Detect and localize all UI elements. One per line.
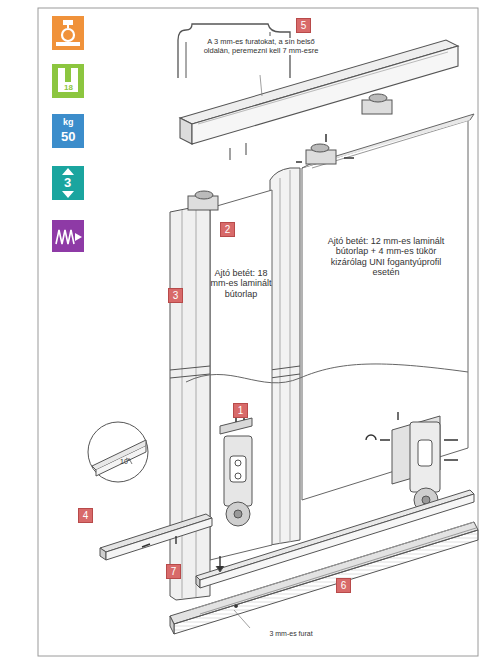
callout-number: 2 <box>220 222 235 237</box>
spec-value: 3 <box>64 176 71 189</box>
top-roller <box>188 191 218 210</box>
spec-icon: 3 <box>52 166 84 200</box>
door-panel-mirror <box>302 114 474 500</box>
bottom-double-rail <box>170 522 478 634</box>
note-text: 3 mm-es furat <box>256 630 326 638</box>
top-roller <box>362 94 392 114</box>
spec-value: 50 <box>61 130 75 143</box>
callout-number: 3 <box>168 288 183 303</box>
spring-icon <box>52 220 84 252</box>
spec-value: 18 <box>63 84 74 92</box>
spec-value: kg <box>63 118 74 127</box>
note-text: Ajtó betét: 18 mm-es laminált bútorlap <box>210 268 272 299</box>
icon-glyph <box>52 64 84 98</box>
leader-line <box>260 75 262 96</box>
note-text: A 3 mm-es furatokat, a sín belső oldalán… <box>196 38 326 55</box>
callout-number-text: 2 <box>225 225 231 235</box>
callout-number-text: 4 <box>83 511 89 521</box>
bottom-roller <box>220 410 252 526</box>
callout-number-text: 1 <box>238 406 244 416</box>
frame <box>38 8 478 656</box>
spec-icon: 18 <box>52 64 84 98</box>
callout-number: 7 <box>166 564 181 579</box>
weight-icon <box>52 16 84 50</box>
door-profile-middle <box>270 168 300 545</box>
bottom-roller <box>366 412 458 512</box>
note-text: Ajtó betét: 12 mm-es laminált bútorlap +… <box>318 236 454 277</box>
bottom-angle-rail <box>100 514 212 560</box>
callout-number: 5 <box>296 18 311 33</box>
cut-line <box>186 364 468 383</box>
spec-icon: kg 50 <box>52 114 84 148</box>
callout-number: 1 <box>233 403 248 418</box>
callout-number-text: 3 <box>173 291 179 301</box>
angle-dimension: 10° <box>120 458 140 466</box>
callout-number: 6 <box>336 578 351 593</box>
top-roller <box>296 134 354 164</box>
callout-number-text: 5 <box>301 21 307 31</box>
callout-number: 4 <box>78 508 93 523</box>
callout-number-text: 6 <box>341 581 347 591</box>
callout-number-text: 7 <box>171 567 177 577</box>
detail-circle <box>88 422 148 482</box>
